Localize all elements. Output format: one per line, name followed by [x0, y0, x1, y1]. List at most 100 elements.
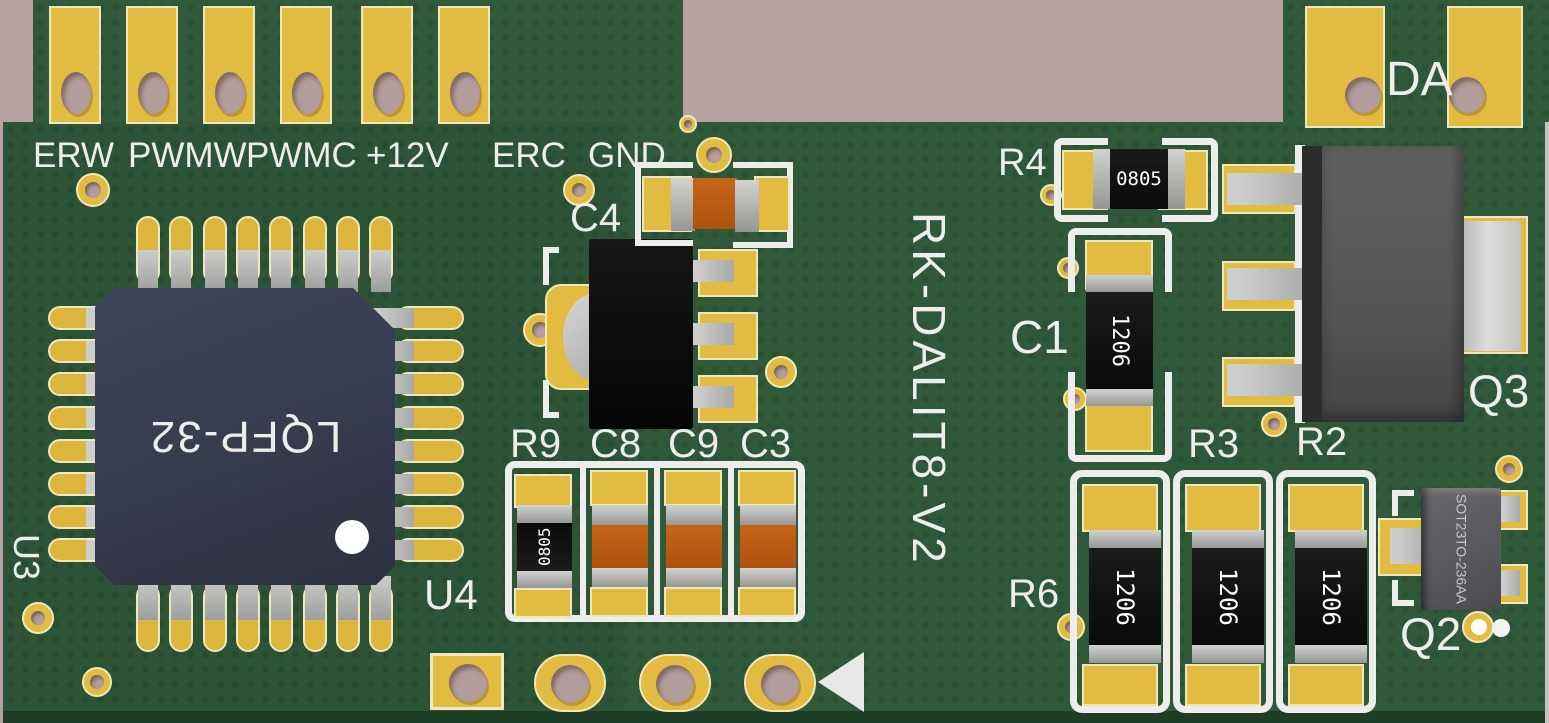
via: [76, 173, 110, 207]
sot223-silk-corner-bottom: [543, 380, 559, 418]
r3-pad-bottom: [1185, 664, 1261, 706]
r2-pad-bottom: [1288, 664, 1364, 706]
r3-resistor-body: 1206: [1192, 530, 1264, 663]
sot223-lead-3: [688, 386, 734, 408]
via-hole: [1268, 418, 1280, 430]
connector-pad-hole: [61, 72, 91, 114]
group-separator-3: [728, 468, 734, 616]
th-pad-round-3-hole: [761, 665, 799, 703]
r9-term-top: [517, 505, 572, 523]
u3-label: U3: [6, 534, 47, 581]
c9-term-bottom: [666, 568, 722, 587]
board-title: RK-DALIT8-V2: [903, 212, 955, 567]
connector-pad-hole: [138, 72, 168, 114]
r6-marking: 1206: [1089, 548, 1161, 645]
via-hole: [773, 364, 789, 380]
r9-pad-bottom: [514, 588, 572, 618]
r9-label: R9: [510, 422, 562, 466]
c1-pad-bottom: [1085, 400, 1153, 452]
th-pad-round-1-hole: [551, 665, 589, 703]
via-hole: [30, 610, 46, 626]
board-right-edge: [1545, 122, 1549, 723]
q2-marking: SOT23 TO-236AA: [1421, 488, 1501, 610]
c1-marking: 1206: [1086, 292, 1153, 389]
r3-marking: 1206: [1192, 548, 1264, 645]
via-hole: [1502, 462, 1516, 476]
c8-ceramic: [592, 525, 648, 568]
u4-pin-lead: [205, 250, 225, 292]
r3-term-top: [1192, 530, 1264, 548]
da-pad-left: [1305, 6, 1385, 128]
da-pad-left-hole: [1345, 77, 1381, 113]
connector-pad-hole: [215, 72, 245, 114]
c9-pad-top: [664, 470, 722, 506]
c4-terminal-right: [735, 180, 759, 232]
board-bottom-edge: [3, 711, 1545, 723]
c3-label: C3: [740, 422, 792, 466]
u4-pin-lead: [238, 250, 258, 292]
via: [82, 667, 112, 697]
via-hole: [532, 322, 548, 338]
via: [696, 137, 732, 173]
c1-term-bottom: [1086, 389, 1153, 406]
group-separator-1: [580, 468, 586, 616]
r6-term-bottom: [1089, 645, 1161, 663]
r6-label: R6: [1008, 572, 1060, 616]
connector-pad: [438, 6, 490, 124]
c9-pad-bottom: [664, 587, 722, 617]
c4-terminal-left: [671, 178, 695, 231]
group-separator-2: [654, 468, 660, 616]
sot223-body: [589, 239, 693, 429]
r6-pad-top: [1082, 484, 1158, 532]
c3-pad-top: [738, 470, 796, 506]
q3-lead-2: [1227, 268, 1309, 300]
r2-term-top: [1295, 530, 1367, 548]
c8-capacitor-body: [592, 505, 648, 587]
c8-label: C8: [590, 422, 642, 466]
c9-capacitor-body: [666, 505, 722, 587]
c3-pad-bottom: [738, 587, 796, 617]
connector-pad-hole: [450, 72, 480, 114]
via-hole: [684, 120, 692, 128]
r3-label: R3: [1188, 422, 1240, 466]
q2-test-pad: [1462, 611, 1494, 643]
q2-marking-jedec: TO-236AA: [1453, 538, 1470, 605]
q3-transistor-body: [1322, 146, 1464, 422]
r4-silk-left: [1054, 138, 1108, 222]
via-hole: [571, 182, 587, 198]
q2-label: Q2: [1400, 608, 1462, 660]
da-pad-right: [1447, 6, 1523, 128]
da-pad-right-hole: [1449, 77, 1485, 113]
u4-ic-body: LQFP-32: [95, 288, 395, 585]
c1-silk-bottom: [1068, 372, 1172, 462]
via: [765, 356, 797, 388]
q2-marking-package: SOT23: [1453, 493, 1470, 539]
th-pad-round-1: [534, 654, 606, 712]
r3-outline: [1173, 470, 1273, 713]
connector-pad: [280, 6, 332, 124]
q3-label: Q3: [1468, 365, 1530, 417]
c3-term-top: [740, 505, 796, 525]
via: [679, 115, 697, 133]
u4-pin-lead: [305, 250, 325, 292]
u4-pin-lead: [138, 250, 158, 292]
c8-term-bottom: [592, 568, 648, 587]
u4-pin-lead: [171, 250, 191, 292]
q2-test-pad-hole: [1471, 619, 1487, 635]
da-label: DA: [1386, 53, 1453, 106]
r2-pad-top: [1288, 484, 1364, 532]
c4-capacitor-body: [693, 178, 737, 229]
c8-term-top: [592, 505, 648, 525]
q3-tab-lead: [1461, 221, 1521, 351]
connector-pad: [203, 6, 255, 124]
c4-pad-right: [754, 176, 790, 232]
q2-white-dot: [1492, 619, 1510, 637]
via-hole: [90, 675, 104, 689]
th-pad-round-2-hole: [656, 665, 694, 703]
r3-pad-top: [1185, 484, 1261, 532]
u4-pin-lead: [338, 576, 358, 620]
connector-pad: [49, 6, 101, 124]
q2-transistor-body: SOT23 TO-236AA: [1421, 488, 1501, 610]
u4-pin1-marker: [335, 520, 369, 554]
